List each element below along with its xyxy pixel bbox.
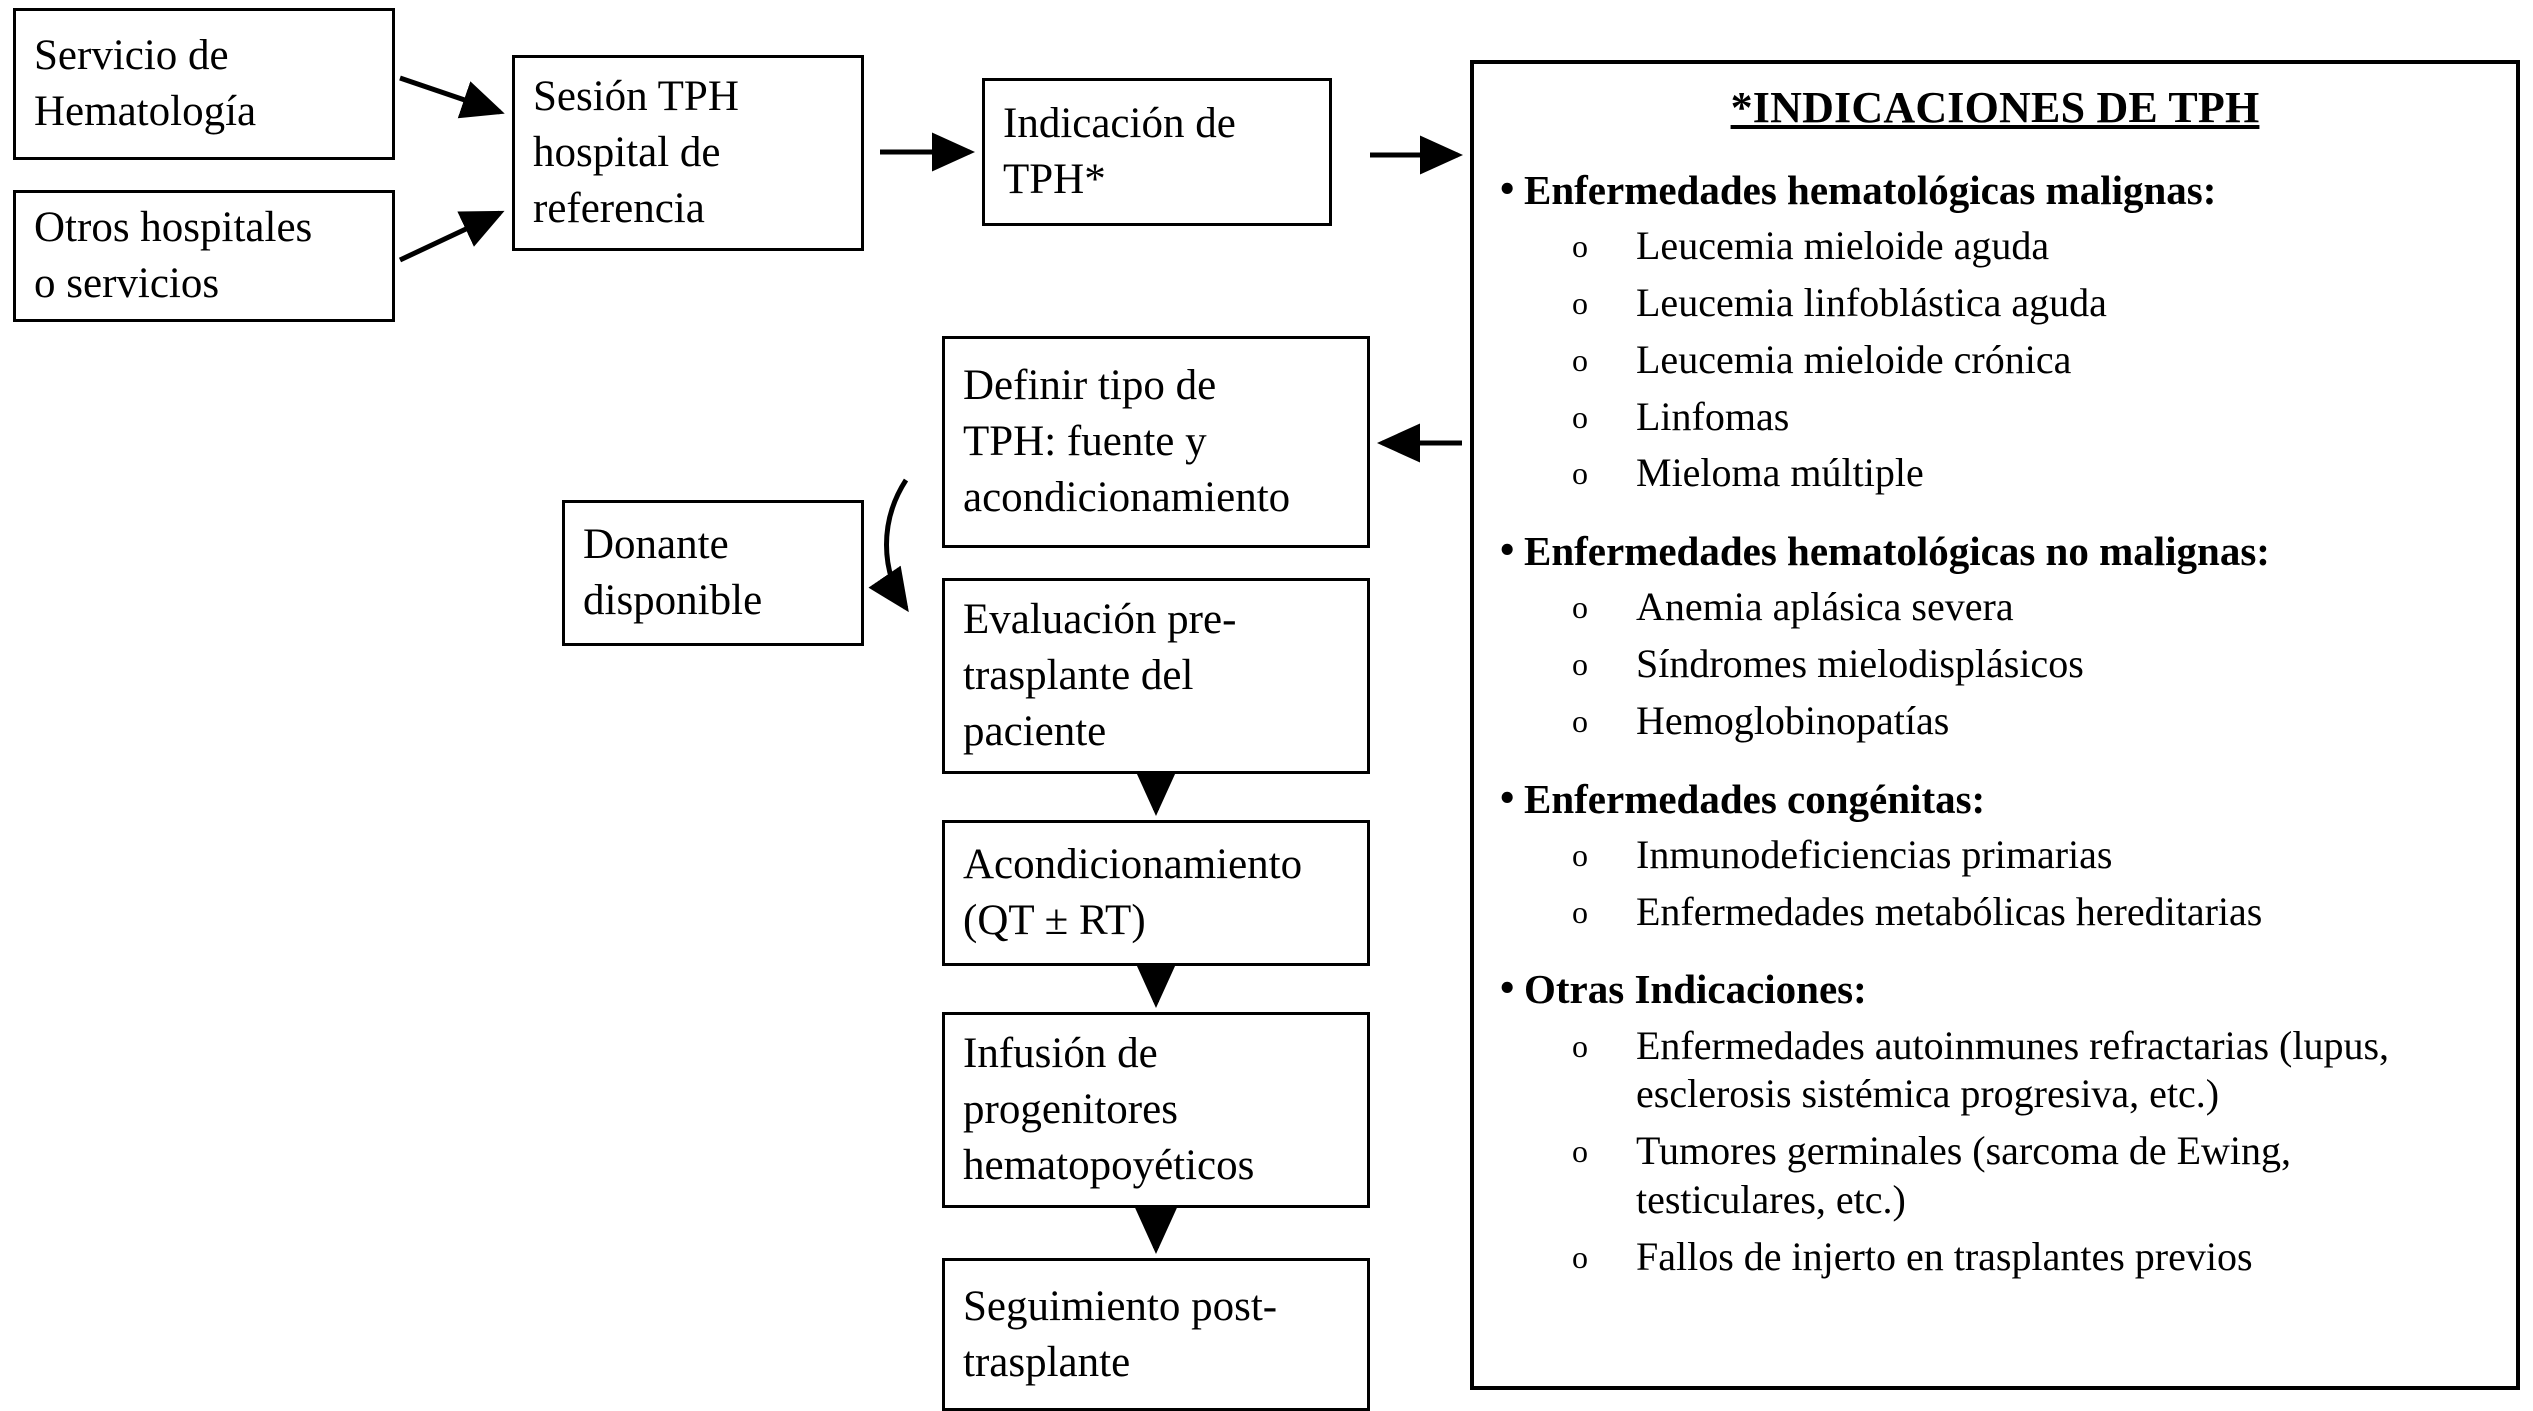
circle-bullet-icon: o [1572,398,1588,435]
indicaciones-group-heading-text: Enfermedades congénitas: [1524,775,1986,822]
indicaciones-group-heading: •Enfermedades hematológicas malignas: [1500,165,2490,214]
indicaciones-list-item-text: Enfermedades autoinmunes refractarias (l… [1636,1022,2390,1117]
indicaciones-group-heading: •Otras Indicaciones: [1500,964,2490,1013]
arrow-servicio-to-sesion [399,75,505,119]
indicaciones-list-item: o Fallos de injerto en trasplantes previo… [1500,1233,2490,1282]
indicaciones-list-item: o Enfermedades metabólicas hereditarias [1500,888,2490,937]
box-seguimiento-postrasplante-label: Seguimiento post-trasplante [963,1282,1278,1386]
indicaciones-list-item-text: Leucemia mieloide crónica [1636,336,2072,382]
bullet-icon: • [1500,165,1515,211]
indicaciones-list-item: o Linfomas [1500,393,2490,442]
indicaciones-list-item: o Síndromes mielodisplásicos [1500,640,2490,689]
indicaciones-list-item-text: Fallos de injerto en trasplantes previos [1636,1233,2253,1279]
circle-bullet-icon: o [1572,455,1588,492]
indicaciones-list-item: o Inmunodeficiencias primarias [1500,831,2490,880]
indicaciones-list-item-text: Leucemia linfoblástica aguda [1636,279,2107,325]
bullet-icon: • [1500,526,1515,573]
indicaciones-list-item-text: Enfermedades metabólicas hereditarias [1636,888,2263,934]
indicaciones-list-item-text: Síndromes mielodisplásicos [1636,641,2084,687]
box-acondicionamiento-label: Acondicionamiento(QT ± RT) [963,841,1303,944]
indicaciones-list-item: o Mieloma múltiple [1500,449,2490,498]
indicaciones-list-item: o Anemia aplásica severa [1500,583,2490,632]
indicaciones-list-item-text: Leucemia mieloide aguda [1636,223,2050,269]
indicaciones-list-item: o Tumores germinales (sarcoma de Ewing, t… [1500,1127,2490,1225]
circle-bullet-icon: o [1572,589,1588,626]
circle-bullet-icon: o [1572,228,1588,265]
arrow-definir-to-evaluacion-curved [868,478,909,613]
indicaciones-list-item: o Leucemia linfoblástica aguda [1500,279,2490,328]
bullet-icon: • [1500,773,1515,820]
circle-bullet-icon: o [1572,893,1588,930]
indicaciones-list-item: o Hemoglobinopatías [1500,697,2490,746]
box-seguimiento-postrasplante[interactable]: Seguimiento post-trasplante [942,1258,1370,1411]
indicaciones-list-item-text: Hemoglobinopatías [1636,697,1950,743]
indicaciones-group-heading-text: Enfermedades hematológicas no malignas: [1524,528,2270,575]
circle-bullet-icon: o [1572,1238,1588,1275]
circle-bullet-icon: o [1572,284,1588,321]
indicaciones-list-item-text: Mieloma múltiple [1636,450,1924,496]
circle-bullet-icon: o [1572,702,1588,739]
indicaciones-group-heading-text: Otras Indicaciones: [1524,966,1867,1013]
indicaciones-list-item-text: Inmunodeficiencias primarias [1636,831,2113,877]
panel-title: *INDICACIONES DE TPH [1730,83,2260,132]
circle-bullet-icon: o [1572,1133,1588,1170]
bullet-icon: • [1500,964,1515,1011]
panel-indicaciones-tph: *INDICACIONES DE TPH •Enfermedades hemat… [1470,60,2520,1390]
circle-bullet-icon: o [1572,836,1588,873]
indicaciones-group: •Otras Indicaciones: o Enfermedades autoin… [1500,964,2490,1282]
indicaciones-list-item-text: Anemia aplásica severa [1636,584,2014,630]
indicaciones-group: •Enfermedades hematológicas no malignas:… [1500,526,2490,746]
indicaciones-group: •Enfermedades congénitas: o Inmunodeficien… [1500,773,2490,937]
indicaciones-list-item: o Leucemia mieloide crónica [1500,336,2490,385]
indicaciones-list-item: o Enfermedades autoinmunes refractarias (… [1500,1022,2490,1120]
circle-bullet-icon: o [1572,341,1588,378]
arrow-otros-to-sesion [398,210,505,263]
indicaciones-group-heading-text: Enfermedades hematológicas malignas: [1524,167,2217,213]
circle-bullet-icon: o [1572,646,1588,683]
indicaciones-list-item: o Leucemia mieloide aguda [1500,222,2490,271]
indicaciones-list-item-text: Linfomas [1636,393,1790,439]
box-acondicionamiento[interactable]: Acondicionamiento(QT ± RT) [942,820,1370,966]
indicaciones-list-item-text: Tumores germinales (sarcoma de Ewing, te… [1636,1128,2292,1222]
circle-bullet-icon: o [1572,1027,1588,1064]
indicaciones-group-heading: •Enfermedades congénitas: [1500,773,2490,823]
indicaciones-group-heading: •Enfermedades hematológicas no malignas: [1500,526,2490,575]
